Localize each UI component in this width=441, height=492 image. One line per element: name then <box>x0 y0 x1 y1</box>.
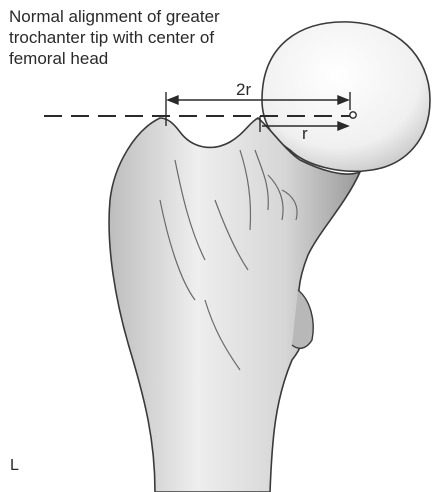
figure-caption: Normal alignment of greater trochanter t… <box>9 6 309 69</box>
side-label: L <box>10 457 19 475</box>
caption-line-1: Normal alignment of greater <box>9 6 309 27</box>
caption-line-2: trochanter tip with center of <box>9 27 309 48</box>
label-2r: 2r <box>236 80 251 100</box>
caption-line-3: femoral head <box>9 48 309 69</box>
center-point-marker <box>350 112 356 118</box>
label-r: r <box>302 124 308 144</box>
femur-body <box>109 118 360 492</box>
